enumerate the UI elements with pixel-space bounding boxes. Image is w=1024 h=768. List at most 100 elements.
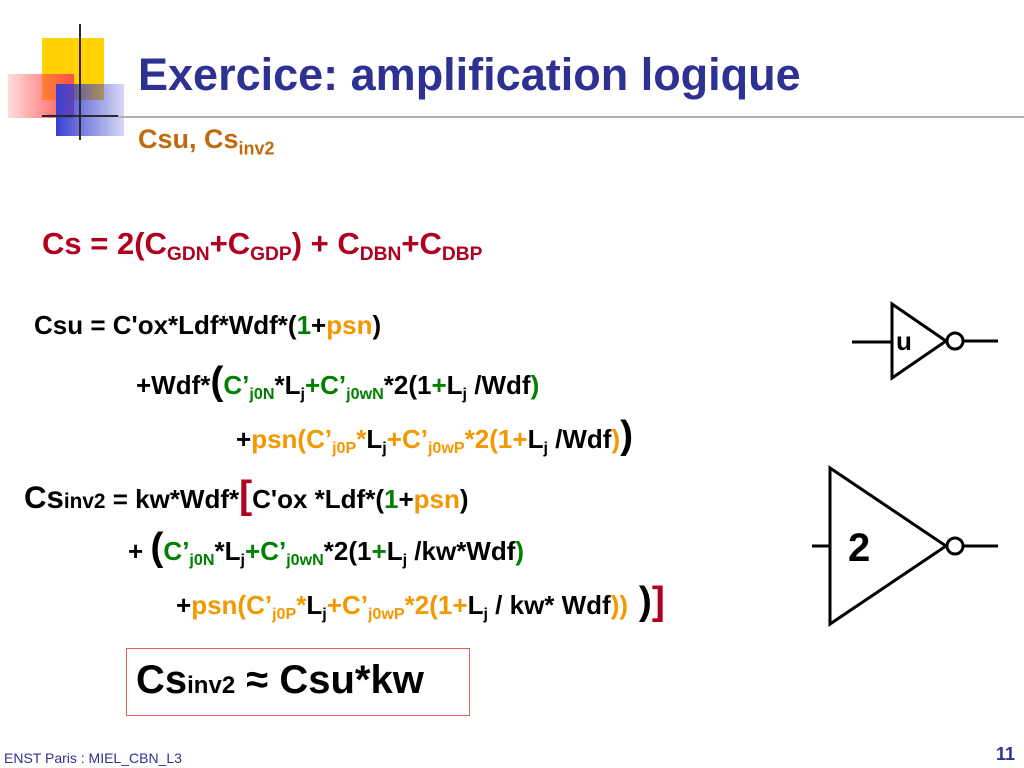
eq-orange: ))	[610, 590, 629, 620]
eq-orange: psn	[413, 484, 460, 514]
eq-orange: psn	[326, 310, 373, 340]
eq-orange: *2(1	[404, 590, 453, 620]
eq-text: L	[386, 536, 403, 566]
eq-text: inv2	[63, 490, 106, 513]
csu-equation-line3: +psn(C’j0P*Lj+C’j0wP*2(1+Lj /Wdf))	[236, 416, 633, 456]
result-equation: Csinv2 ≈ Csu*kw	[136, 660, 424, 700]
eq-text: /kw*Wdf	[407, 536, 516, 566]
eq-sub: j	[300, 384, 305, 403]
slide-subtitle: Csu, Csinv2	[138, 124, 275, 159]
eq-orange: )	[611, 424, 621, 454]
result-box	[126, 648, 470, 716]
cs-equation: Cs = 2(CGDN+CGDP) + CDBN+CDBP	[42, 228, 482, 264]
cs-eq-part: ) + C	[291, 226, 360, 261]
eq-text: +Wdf*	[136, 370, 211, 400]
eq-text: Csu = C'ox*Ldf*Wdf*(	[34, 310, 297, 340]
eq-sub: j	[483, 604, 488, 623]
eq-green: +	[371, 536, 387, 566]
csinv-equation-line1: Csinv2 = kw*Wdf*[C'ox *Ldf*(1+psn)	[24, 476, 469, 515]
eq-text: L	[284, 370, 301, 400]
eq-orange: psn(C’	[191, 590, 273, 620]
eq-text: +	[398, 484, 414, 514]
cs-eq-sub: DBP	[441, 243, 483, 265]
title-divider	[118, 116, 1024, 118]
inverter-small-symbol	[852, 301, 998, 381]
eq-text: *	[274, 370, 285, 400]
eq-green: 1	[296, 310, 312, 340]
eq-sub: j	[240, 550, 245, 569]
cs-eq-sub: GDN	[166, 243, 210, 265]
eq-text: *2(1	[323, 536, 372, 566]
eq-text: / kw* Wdf	[487, 590, 611, 620]
eq-text: L	[224, 536, 241, 566]
eq-orange: +	[512, 424, 528, 454]
eq-text: /Wdf	[547, 424, 612, 454]
eq-sub: j0P	[272, 604, 297, 623]
subtitle-main: Csu, Cs	[138, 124, 239, 154]
eq-text: Cs	[136, 658, 188, 702]
eq-sub: j	[543, 438, 548, 457]
eq-orange: *	[296, 590, 307, 620]
eq-text: inv2	[187, 672, 236, 699]
eq-sub: j0wN	[286, 550, 324, 569]
cs-eq-part: +C	[209, 226, 251, 261]
eq-text: L	[446, 370, 463, 400]
logo-blue-square	[56, 84, 124, 136]
inverter-large-label: 2	[848, 526, 871, 570]
eq-sub: j	[322, 604, 327, 623]
subtitle-sub: inv2	[238, 138, 275, 159]
eq-bracket: [	[239, 474, 253, 517]
eq-text: +	[311, 310, 327, 340]
cs-eq-part: +C	[401, 226, 442, 261]
cs-eq-sub: DBN	[359, 243, 402, 265]
eq-text: L	[366, 424, 383, 454]
eq-orange: *2(1	[464, 424, 513, 454]
eq-green: 1	[383, 484, 399, 514]
eq-green: +	[304, 370, 321, 400]
eq-sub: j0wN	[346, 384, 384, 403]
csu-equation-line2: +Wdf*(C’j0N*Lj+C’j0wN*2(1+Lj /Wdf)	[136, 362, 539, 402]
eq-sub: j0wP	[427, 438, 465, 457]
eq-text: +	[128, 536, 151, 566]
inverter-small-label: u	[896, 326, 912, 356]
eq-sub: j	[402, 550, 408, 569]
eq-text: Cs	[24, 480, 64, 515]
eq-text: *	[214, 536, 225, 566]
eq-sub: j	[462, 384, 468, 403]
eq-text: L	[527, 424, 544, 454]
eq-sub: j0wP	[367, 604, 405, 623]
cs-eq-sub: GDP	[250, 243, 292, 265]
slide-title: Exercice: amplification logique	[138, 49, 801, 100]
inverter-large-symbol	[812, 465, 998, 627]
eq-text: L	[306, 590, 323, 620]
eq-green: +	[245, 536, 261, 566]
eq-sub: j	[382, 438, 387, 457]
csinv-equation-line3: +psn(C’j0P*Lj+C’j0wP*2(1+Lj / kw* Wdf)) …	[176, 582, 665, 622]
cs-eq-part: Cs = 2(C	[42, 226, 167, 261]
eq-text: )	[459, 484, 469, 514]
slide-footer: ENST Paris : MIEL_CBN_L3	[4, 750, 182, 766]
eq-green: +	[431, 370, 447, 400]
eq-green: C’	[260, 536, 287, 566]
eq-text: +	[236, 424, 252, 454]
csinv-equation-line2: + (C’j0N*Lj+C’j0wN*2(1+Lj /kw*Wdf)	[128, 528, 524, 568]
csu-equation-line1: Csu = C'ox*Ldf*Wdf*(1+psn)	[34, 312, 381, 338]
eq-green: )	[515, 536, 525, 566]
eq-green: C’	[320, 370, 347, 400]
eq-orange: +C’	[326, 590, 368, 620]
eq-orange: +C’	[386, 424, 428, 454]
eq-text: C'ox *Ldf*(	[252, 484, 384, 514]
eq-green: C’	[223, 370, 250, 400]
eq-green: C’	[163, 536, 190, 566]
eq-orange: psn(C’	[251, 424, 333, 454]
eq-text: = kw*Wdf*	[105, 484, 240, 514]
eq-orange: +	[452, 590, 468, 620]
eq-sub: j0N	[189, 550, 215, 569]
eq-text: ≈ Csu*kw	[235, 658, 424, 702]
eq-paren: )	[620, 414, 634, 457]
eq-text: /Wdf	[467, 370, 531, 400]
eq-bracket: ]	[651, 580, 665, 623]
eq-text: )	[372, 310, 382, 340]
eq-green: )	[530, 370, 540, 400]
